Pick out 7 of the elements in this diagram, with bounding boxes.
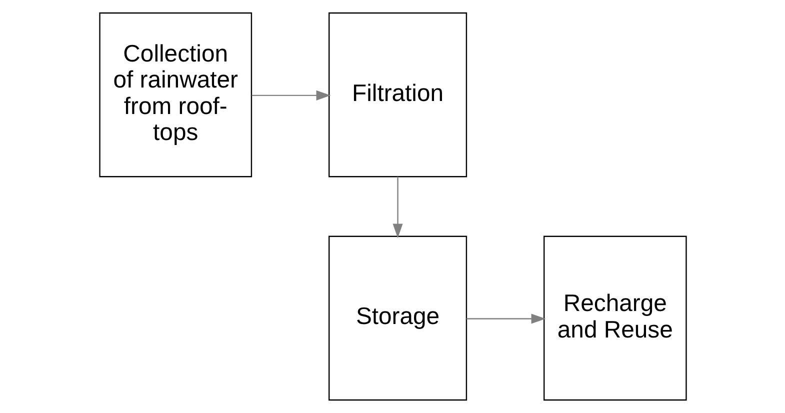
arrow [251, 90, 330, 100]
node-box: Recharge and Reuse [543, 236, 686, 401]
node-box: Collection of rainwater from roof-tops [98, 12, 252, 178]
arrow [466, 314, 546, 324]
arrow [392, 176, 402, 238]
node-box: Storage [328, 236, 467, 401]
node-box: Filtration [328, 12, 467, 178]
